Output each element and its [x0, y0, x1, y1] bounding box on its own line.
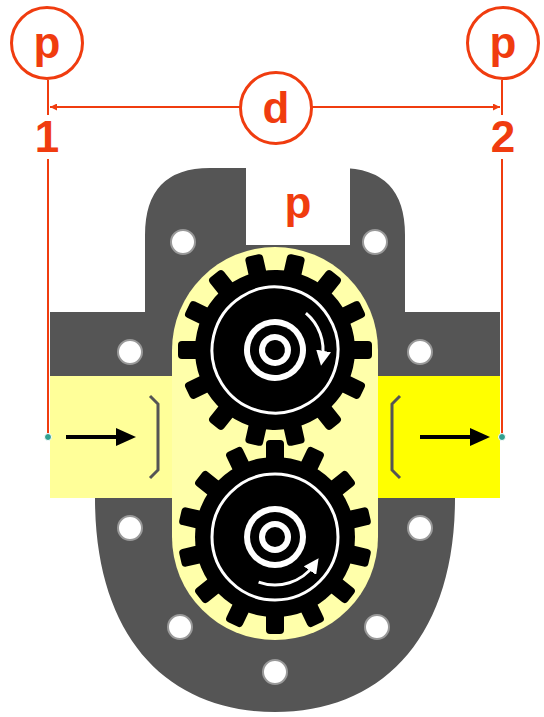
pressure-symbol: p [34, 21, 61, 65]
pressure-port: p [246, 160, 350, 245]
flow-arrows [66, 428, 490, 446]
rotation-arrow [306, 313, 323, 358]
upper-gear [159, 234, 390, 466]
rotation-arrow [259, 565, 315, 585]
pump-housing [50, 168, 500, 712]
lower-gear [178, 440, 371, 634]
pressure-circle: d [239, 71, 313, 145]
pressure-symbol: d [263, 86, 290, 130]
pressure-symbol: p [285, 181, 312, 225]
bolt-holes [118, 230, 432, 684]
pressure-circle: p1 [10, 6, 84, 80]
pressure-symbol: p [490, 21, 517, 65]
subscript-number: 2 [489, 115, 517, 159]
subscript-number: 1 [33, 115, 61, 159]
pressure-circle: p2 [466, 6, 540, 80]
